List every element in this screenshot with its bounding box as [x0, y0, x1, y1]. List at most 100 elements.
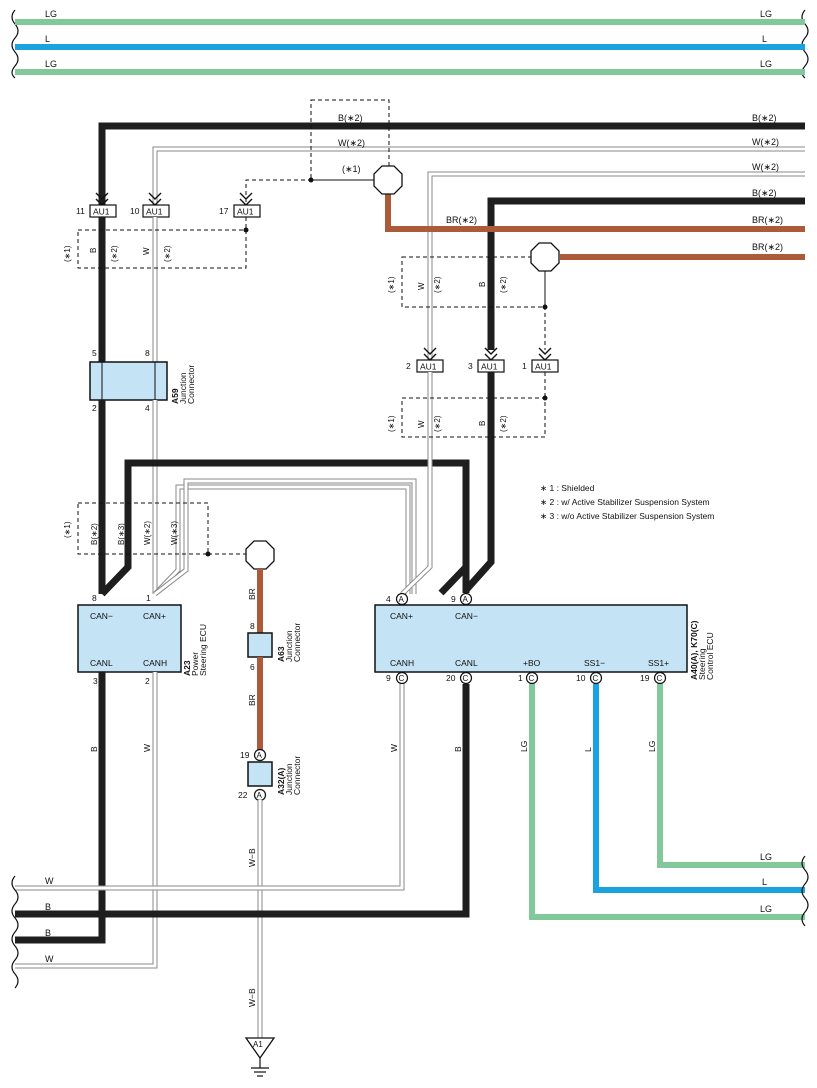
sb4-w4: W(∗3): [170, 521, 179, 545]
shield-box-3: (∗1) W (∗2) B (∗2): [387, 395, 548, 438]
sb4-w2: B(∗3): [117, 523, 126, 545]
wb-label-2: W−B: [247, 988, 257, 1007]
top-shield-w-label: W(∗2): [338, 138, 365, 148]
a59-line2: Connector: [186, 365, 196, 404]
a23-term-canl: CANL: [90, 658, 113, 668]
ecu-term-canl: CANL: [455, 658, 478, 668]
ecu-top-pin-1-letter: A: [399, 595, 405, 604]
sb4-w1: B(∗2): [90, 523, 99, 545]
ecu-bot-4-letter: C: [593, 674, 599, 683]
ecu-term-canh: CANH: [390, 658, 414, 668]
bottom-right-3: LG: [760, 904, 772, 914]
sb2-n2: (∗2): [499, 276, 508, 293]
a59-pin-4: 4: [145, 403, 150, 413]
wb-label-1: W−B: [247, 848, 257, 867]
a23-b-label: B: [89, 746, 99, 752]
junction-au1-right: AU1 AU1 AU1 2 3 1: [406, 347, 559, 373]
ecu-bot-2-num: 20: [446, 673, 456, 683]
ecu-top-pin-2-num: 9: [451, 594, 456, 604]
bus-label-2-right: L: [762, 34, 767, 44]
au1-left-label-2: AU1: [146, 207, 163, 217]
top-shield-s-label: (∗1): [342, 164, 361, 174]
ecu-bot-3-num: 1: [518, 673, 523, 683]
a59-line1: Junction: [178, 372, 188, 404]
sb1-shield: (∗1): [63, 245, 72, 262]
shield-box-4: (∗1) B(∗2) B(∗3) W(∗2) W(∗3): [63, 502, 252, 557]
sb2-w1: W: [417, 282, 426, 290]
a59-pin-5: 5: [92, 348, 97, 358]
bus-label-1-left: LG: [45, 9, 57, 19]
br-label-2: BR: [247, 694, 257, 706]
au1-left-pin-3: 17: [219, 206, 229, 216]
au1-right-pin-3: 1: [522, 361, 527, 371]
note-3: ∗ 3 : w/o Active Stabilizer Suspension S…: [540, 511, 714, 521]
a32-letter-bottom: A: [257, 791, 263, 800]
sb4-shield: (∗1): [63, 521, 72, 538]
a32-id: A32(A): [276, 767, 286, 795]
legend-notes: ∗ 1 : Shielded ∗ 2 : w/ Active Stabilize…: [540, 483, 714, 521]
note-1: ∗ 1 : Shielded: [540, 483, 595, 493]
a23-w-label: W: [142, 744, 152, 752]
au1-left-pin-2: 10: [130, 206, 140, 216]
right-label-5b: BR(∗2): [446, 215, 477, 225]
sb2-n1: (∗2): [433, 276, 442, 293]
bottom-left-3: B: [45, 928, 51, 938]
ecu-bot-4-num: 10: [576, 673, 586, 683]
bus-label-2-left: L: [45, 34, 50, 44]
shield-box-2: (∗1) W (∗2) B (∗2): [387, 242, 560, 350]
bus-label-3-right: LG: [760, 59, 772, 69]
ecu-lg2-label: LG: [647, 741, 657, 752]
a63-line1: Junction: [284, 630, 294, 662]
shield-octagon-center: [245, 540, 275, 570]
au1-right-label-3: AU1: [535, 362, 552, 372]
au1-right-pin-2: 3: [468, 361, 473, 371]
au1-left-pin-1: 11: [76, 206, 85, 216]
a32-pin-22: 22: [238, 790, 248, 800]
au1-right-pin-1: 2: [406, 361, 411, 371]
a23-term-can-minus: CAN−: [90, 611, 113, 621]
ecu-bot-5-letter: C: [657, 674, 663, 683]
sb2-w2: B: [478, 282, 487, 287]
shield-octagon-top: [373, 165, 403, 195]
ecu-b-label: B: [453, 746, 463, 752]
right-label-4: B(∗2): [752, 188, 777, 198]
sb3-w1: W: [417, 420, 426, 428]
ecu-bot-1-num: 9: [386, 673, 391, 683]
a23-id: A23: [182, 660, 192, 676]
ecu-term-ss1-plus: SS1+: [648, 658, 669, 668]
ecu-bot-2-letter: C: [463, 674, 469, 683]
a63-id: A63: [276, 646, 286, 662]
bottom-left-2: B: [45, 902, 51, 912]
ecu-bot-3-letter: C: [529, 674, 535, 683]
au1-left-label-3: AU1: [237, 207, 254, 217]
a59-pin-2: 2: [92, 403, 97, 413]
top-shield-b-label: B(∗2): [338, 113, 363, 123]
a32-line2: Connector: [292, 756, 302, 795]
shield-octagon-right: [530, 242, 560, 272]
a23-term-canh: CANH: [143, 658, 167, 668]
sb3-n2: (∗2): [499, 415, 508, 432]
ecu-bot-5-num: 19: [640, 673, 650, 683]
ecu-line2: Control ECU: [705, 632, 715, 680]
ecu-lg-label: LG: [519, 741, 529, 752]
ecu-term-bo: +BO: [523, 658, 541, 668]
a23-power-steering-ecu: 8 1 CAN− CAN+ CANL CANH 3 2 A23 Power St…: [77, 593, 208, 686]
sb3-n1: (∗2): [433, 415, 442, 432]
br-label-1: BR: [247, 588, 257, 600]
bottom-left-1: W: [45, 876, 54, 886]
sb1-n2: (∗2): [163, 245, 172, 262]
a59-pin-8: 8: [145, 348, 150, 358]
au1-right-label-2: AU1: [481, 362, 498, 372]
a32-junction-connector: A 19 A 22 A32(A) Junction Connector: [238, 748, 302, 802]
ground-a1: A1: [244, 1037, 276, 1077]
sb3-w2: B: [478, 421, 487, 426]
sb2-shield: (∗1): [387, 276, 396, 293]
bus-label-3-left: LG: [45, 59, 57, 69]
a23-term-can-plus: CAN+: [143, 611, 166, 621]
top-shield-route: B(∗2) W(∗2) (∗1): [245, 99, 403, 205]
ecu-top-pin-2-term: CAN−: [455, 611, 478, 621]
a23-pin-3: 3: [93, 676, 98, 686]
bottom-right-2: L: [762, 877, 767, 887]
a32-letter-top: A: [257, 751, 263, 760]
